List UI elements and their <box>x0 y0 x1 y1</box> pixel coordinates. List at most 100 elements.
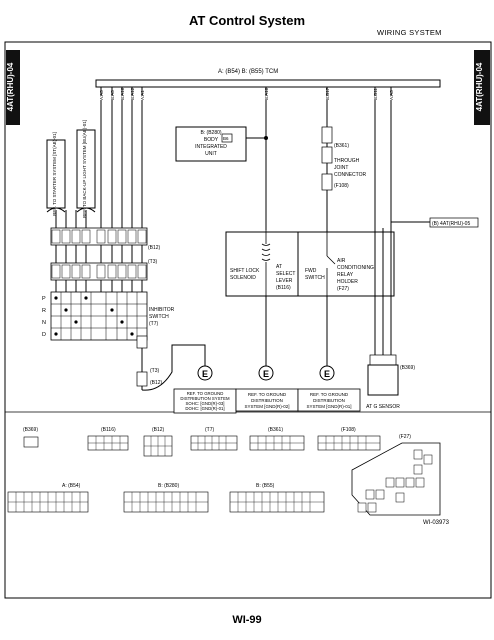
b12-lower-label: (B12) <box>150 380 163 386</box>
t3-label: (T3) <box>148 259 158 265</box>
joint-connector-top <box>321 126 333 144</box>
b12-label: (B12) <box>148 245 161 251</box>
fwd-switch-line-2: SWITCH <box>305 275 325 281</box>
select-lever-line-3: LEVER <box>276 278 293 284</box>
inhibitor-grid <box>51 292 147 340</box>
ref-ground-3-line-1: REF. TO GROUND <box>310 392 349 397</box>
continuation-tag[interactable] <box>429 217 479 228</box>
right-side-tab <box>474 50 490 125</box>
left-side-tab <box>6 50 20 125</box>
bottom-conn-label: (B369) <box>23 427 38 433</box>
bottom-conn-label: (B12) <box>152 427 165 433</box>
inhibitor-contacts <box>54 296 134 336</box>
ref-ground-1-line-2: DISTRIBUTION SYSTEM <box>180 396 230 401</box>
ref-ground-1-line-1: REF. TO GROUND <box>187 391 224 396</box>
position-labels: P R N D <box>42 296 46 338</box>
relay-line-3: RELAY <box>337 272 354 278</box>
tcm-connector-bar <box>95 79 441 88</box>
joint-line-2: JOINT <box>334 165 348 171</box>
position-label: N <box>42 320 46 326</box>
body-unit-line-1: B: (B280) <box>200 130 221 136</box>
inhibitor-label-1: INHIBITOR <box>149 307 175 313</box>
ref-starter-text: REF. TO STARTER SYSTEM [ST(AB)-01] <box>52 132 57 216</box>
relay-line-2: CONDITIONING <box>337 265 374 271</box>
top-pin-group <box>100 87 392 96</box>
inhibitor-label-2: SWITCH <box>149 314 169 320</box>
bottom-conn-label: (T7) <box>205 427 215 433</box>
shift-lock-line-2: SOLENOID <box>230 275 256 281</box>
fwd-switch-symbol <box>326 232 336 296</box>
g-sensor-body[interactable] <box>367 364 399 396</box>
bottom-conn-label: (B361) <box>268 427 283 433</box>
top-pin-label: A:A1 <box>140 90 145 100</box>
g-sensor-conn: (B369) <box>400 365 415 371</box>
joint-line-3: CONNECTOR <box>334 172 367 178</box>
ref-ground-1-line-3: SOHC: [GND(R)-03] <box>186 401 225 406</box>
select-lever-assembly[interactable] <box>225 231 305 297</box>
left-connector-rows <box>50 227 148 341</box>
top-pin-label: B:B11 <box>373 88 378 100</box>
ref-starter-arrow <box>46 207 66 213</box>
joint-connector-mid <box>321 146 333 164</box>
position-label: R <box>42 308 46 314</box>
bottom-connector-labels: (B369) (B116) (B12) (T7) (B361) (F108) (… <box>23 427 411 489</box>
continuation-label: (B) 4AT(RHU)-05 <box>432 221 470 227</box>
top-pin-label: B:A5 <box>110 90 115 100</box>
bottom-conn-label: A: (B54) <box>62 483 81 489</box>
body-unit-pin-box <box>221 133 233 143</box>
ref-ground-3-line-3: SYSTEM [GND(R)-01] <box>306 404 351 409</box>
top-pin-label: B:A16 <box>120 87 125 100</box>
tcm-label: A: (B54) B: (B55) TCM <box>218 69 278 75</box>
select-lever-line-1: AT <box>276 264 282 270</box>
left-side-tab-label: 4AT(RHU)-04 <box>6 62 15 111</box>
page-number: WI-99 <box>232 614 262 626</box>
ground-e-3: E <box>324 369 330 379</box>
ref-ground-3-line-2: DISTRIBUTION <box>313 398 345 403</box>
bottom-connector-pins <box>8 436 380 512</box>
ground-e-1: E <box>202 369 208 379</box>
fwd-switch-line-1: FWD <box>305 268 317 274</box>
bottom-conn-label: B: (B280) <box>158 483 179 489</box>
joint-connector-bottom <box>321 173 333 191</box>
top-pin-label: B:A18 <box>264 87 269 100</box>
joint-conn2-label: (F108) <box>334 183 349 189</box>
f27-terminals <box>357 449 433 513</box>
wire-bundle <box>55 100 392 292</box>
document-code: WI-03973 <box>423 520 450 526</box>
ref-ground-3-box[interactable] <box>297 388 361 412</box>
body-unit-line-2: BODY <box>204 137 219 143</box>
top-pin-label: B:A12 <box>130 87 135 100</box>
ref-backup-arrow <box>76 207 96 213</box>
relay-line-1: AIR <box>337 258 346 264</box>
top-pin-label: B:B17 <box>325 87 330 100</box>
shift-lock-line-1: SHIFT LOCK <box>230 268 260 274</box>
g-sensor-wires <box>374 228 392 355</box>
right-side-tab-label: 4AT(RHU)-04 <box>475 62 484 111</box>
bottom-conn-label: (B116) <box>101 427 116 433</box>
b12-lower-connector <box>136 335 148 349</box>
body-integrated-unit[interactable] <box>175 126 247 162</box>
relay-holder[interactable] <box>297 231 395 297</box>
ref-ground-2-line-2: DISTRIBUTION <box>251 398 283 403</box>
g-sensor-connector <box>369 354 397 366</box>
body-unit-line-3: INTEGRATED <box>195 144 227 150</box>
body-unit-line-4: UNIT <box>205 151 217 157</box>
junction-dot <box>264 136 268 140</box>
diagram-frame <box>4 41 492 599</box>
bottom-conn-label: (F108) <box>341 427 356 433</box>
ref-ground-1-line-4: DOHC: [GND(R)-01] <box>185 406 224 411</box>
solenoid-symbol <box>261 230 271 296</box>
t3-lower-connector <box>136 371 148 387</box>
ref-ground-1-box[interactable] <box>173 388 237 414</box>
ref-backup-text: REF. TO BACK-UP LIGHT SYSTEM [BU(AB)-01] <box>82 120 87 218</box>
page-title: AT Control System <box>188 13 306 28</box>
joint-conn-label: (B361) <box>334 143 349 149</box>
t3-lower-label: (T3) <box>150 368 160 374</box>
position-label: D <box>42 332 46 338</box>
inhibitor-conn: (T7) <box>149 321 159 327</box>
joint-line-1: THROUGH <box>334 158 360 164</box>
g-sensor-label: AT G SENSOR <box>366 404 400 410</box>
ground-e-2: E <box>263 369 269 379</box>
body-unit-pin: B6 <box>223 136 229 141</box>
